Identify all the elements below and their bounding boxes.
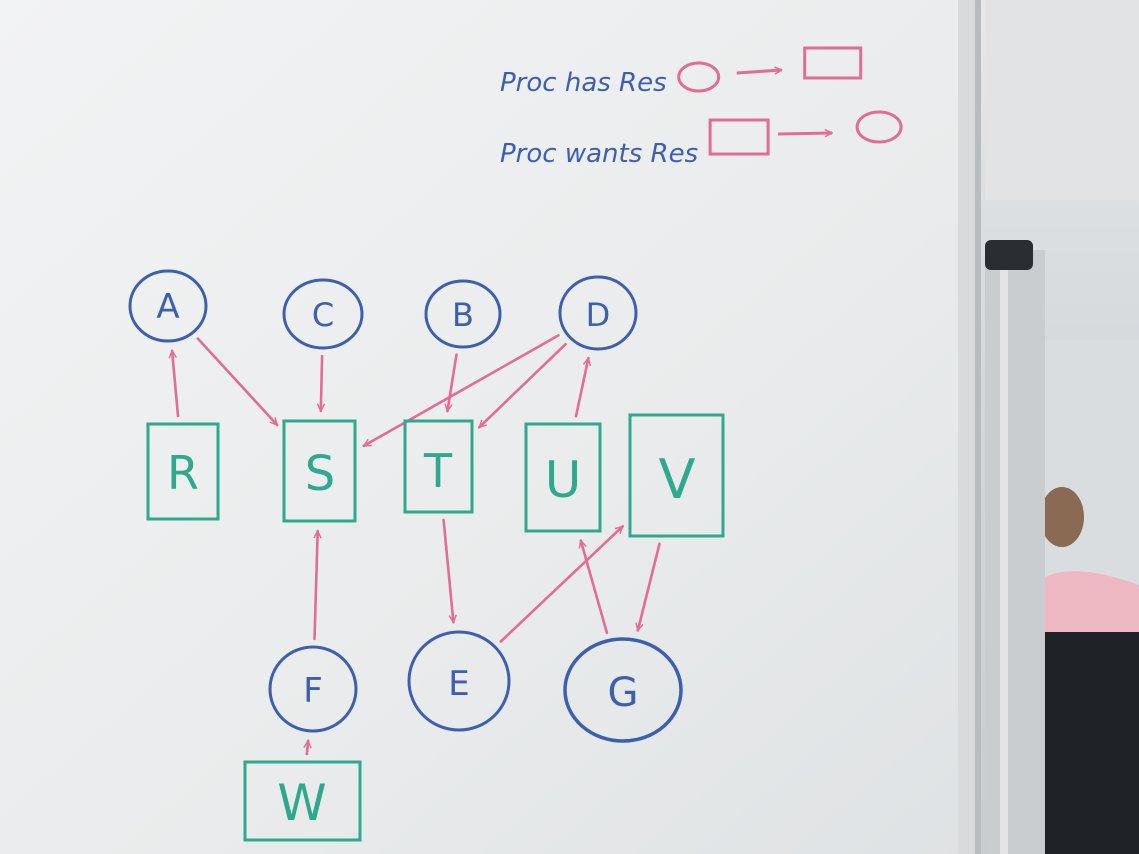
process-label-C: C [312, 296, 334, 334]
process-G: G [563, 637, 683, 743]
edge-G-to-U [581, 541, 609, 635]
edge-A-to-S [196, 337, 279, 427]
process-C: C [282, 278, 364, 350]
ceiling [985, 0, 1139, 200]
process-D: D [558, 275, 638, 351]
legend-wants-circle [855, 110, 903, 144]
resource-label-T: T [423, 444, 453, 498]
edges [172, 334, 661, 756]
resource-U: U [524, 422, 602, 533]
edge-W-to-F [307, 741, 308, 756]
partition-post [985, 250, 1045, 854]
whiteboard-surface [0, 0, 978, 854]
edge-U-to-D [574, 358, 588, 418]
person-in-background [1040, 487, 1139, 854]
legend-wants-text: Proc wants Res [500, 139, 698, 169]
edge-V-to-G [638, 542, 661, 631]
resource-T: T [403, 419, 474, 514]
edge-B-to-T [447, 353, 458, 412]
process-A: A [128, 269, 208, 343]
resource-label-V: V [659, 448, 696, 511]
edge-E-to-V [499, 524, 625, 643]
edge-T-to-E [442, 518, 454, 622]
legend-has-shapes [677, 46, 863, 93]
process-label-G: G [608, 670, 639, 716]
legend-has-circle [677, 61, 721, 93]
process-label-B: B [452, 296, 474, 334]
process-E: E [407, 630, 511, 732]
process-label-F: F [303, 671, 323, 711]
edge-D-to-S [364, 334, 560, 448]
legend-wants-shapes [708, 110, 903, 156]
process-F: F [268, 645, 358, 733]
resource-label-R: R [167, 446, 199, 500]
legend-has-text: Proc has Res [500, 68, 667, 98]
legend-has-rect [803, 46, 863, 80]
resource-V: V [628, 413, 725, 538]
edge-D-to-T [477, 342, 567, 429]
legend-wants-arrow [778, 133, 832, 134]
edge-C-to-S [321, 354, 322, 413]
legend: Proc has Res Proc wants Res [500, 46, 903, 169]
resource-S: S [282, 419, 357, 523]
process-label-E: E [448, 664, 469, 704]
process-B: B [424, 279, 502, 349]
process-label-D: D [586, 296, 611, 334]
resource-R: R [146, 422, 220, 521]
resource-label-U: U [545, 451, 582, 509]
resource-W: W [243, 760, 362, 842]
legend-has-arrow [736, 70, 782, 73]
edge-F-to-S [313, 529, 318, 641]
process-label-A: A [156, 287, 179, 327]
resource-label-W: W [277, 774, 326, 832]
whiteboard-frame [958, 0, 980, 854]
resource-label-S: S [305, 446, 335, 502]
legend-wants-rect [708, 118, 770, 156]
edge-R-to-A [172, 351, 180, 418]
